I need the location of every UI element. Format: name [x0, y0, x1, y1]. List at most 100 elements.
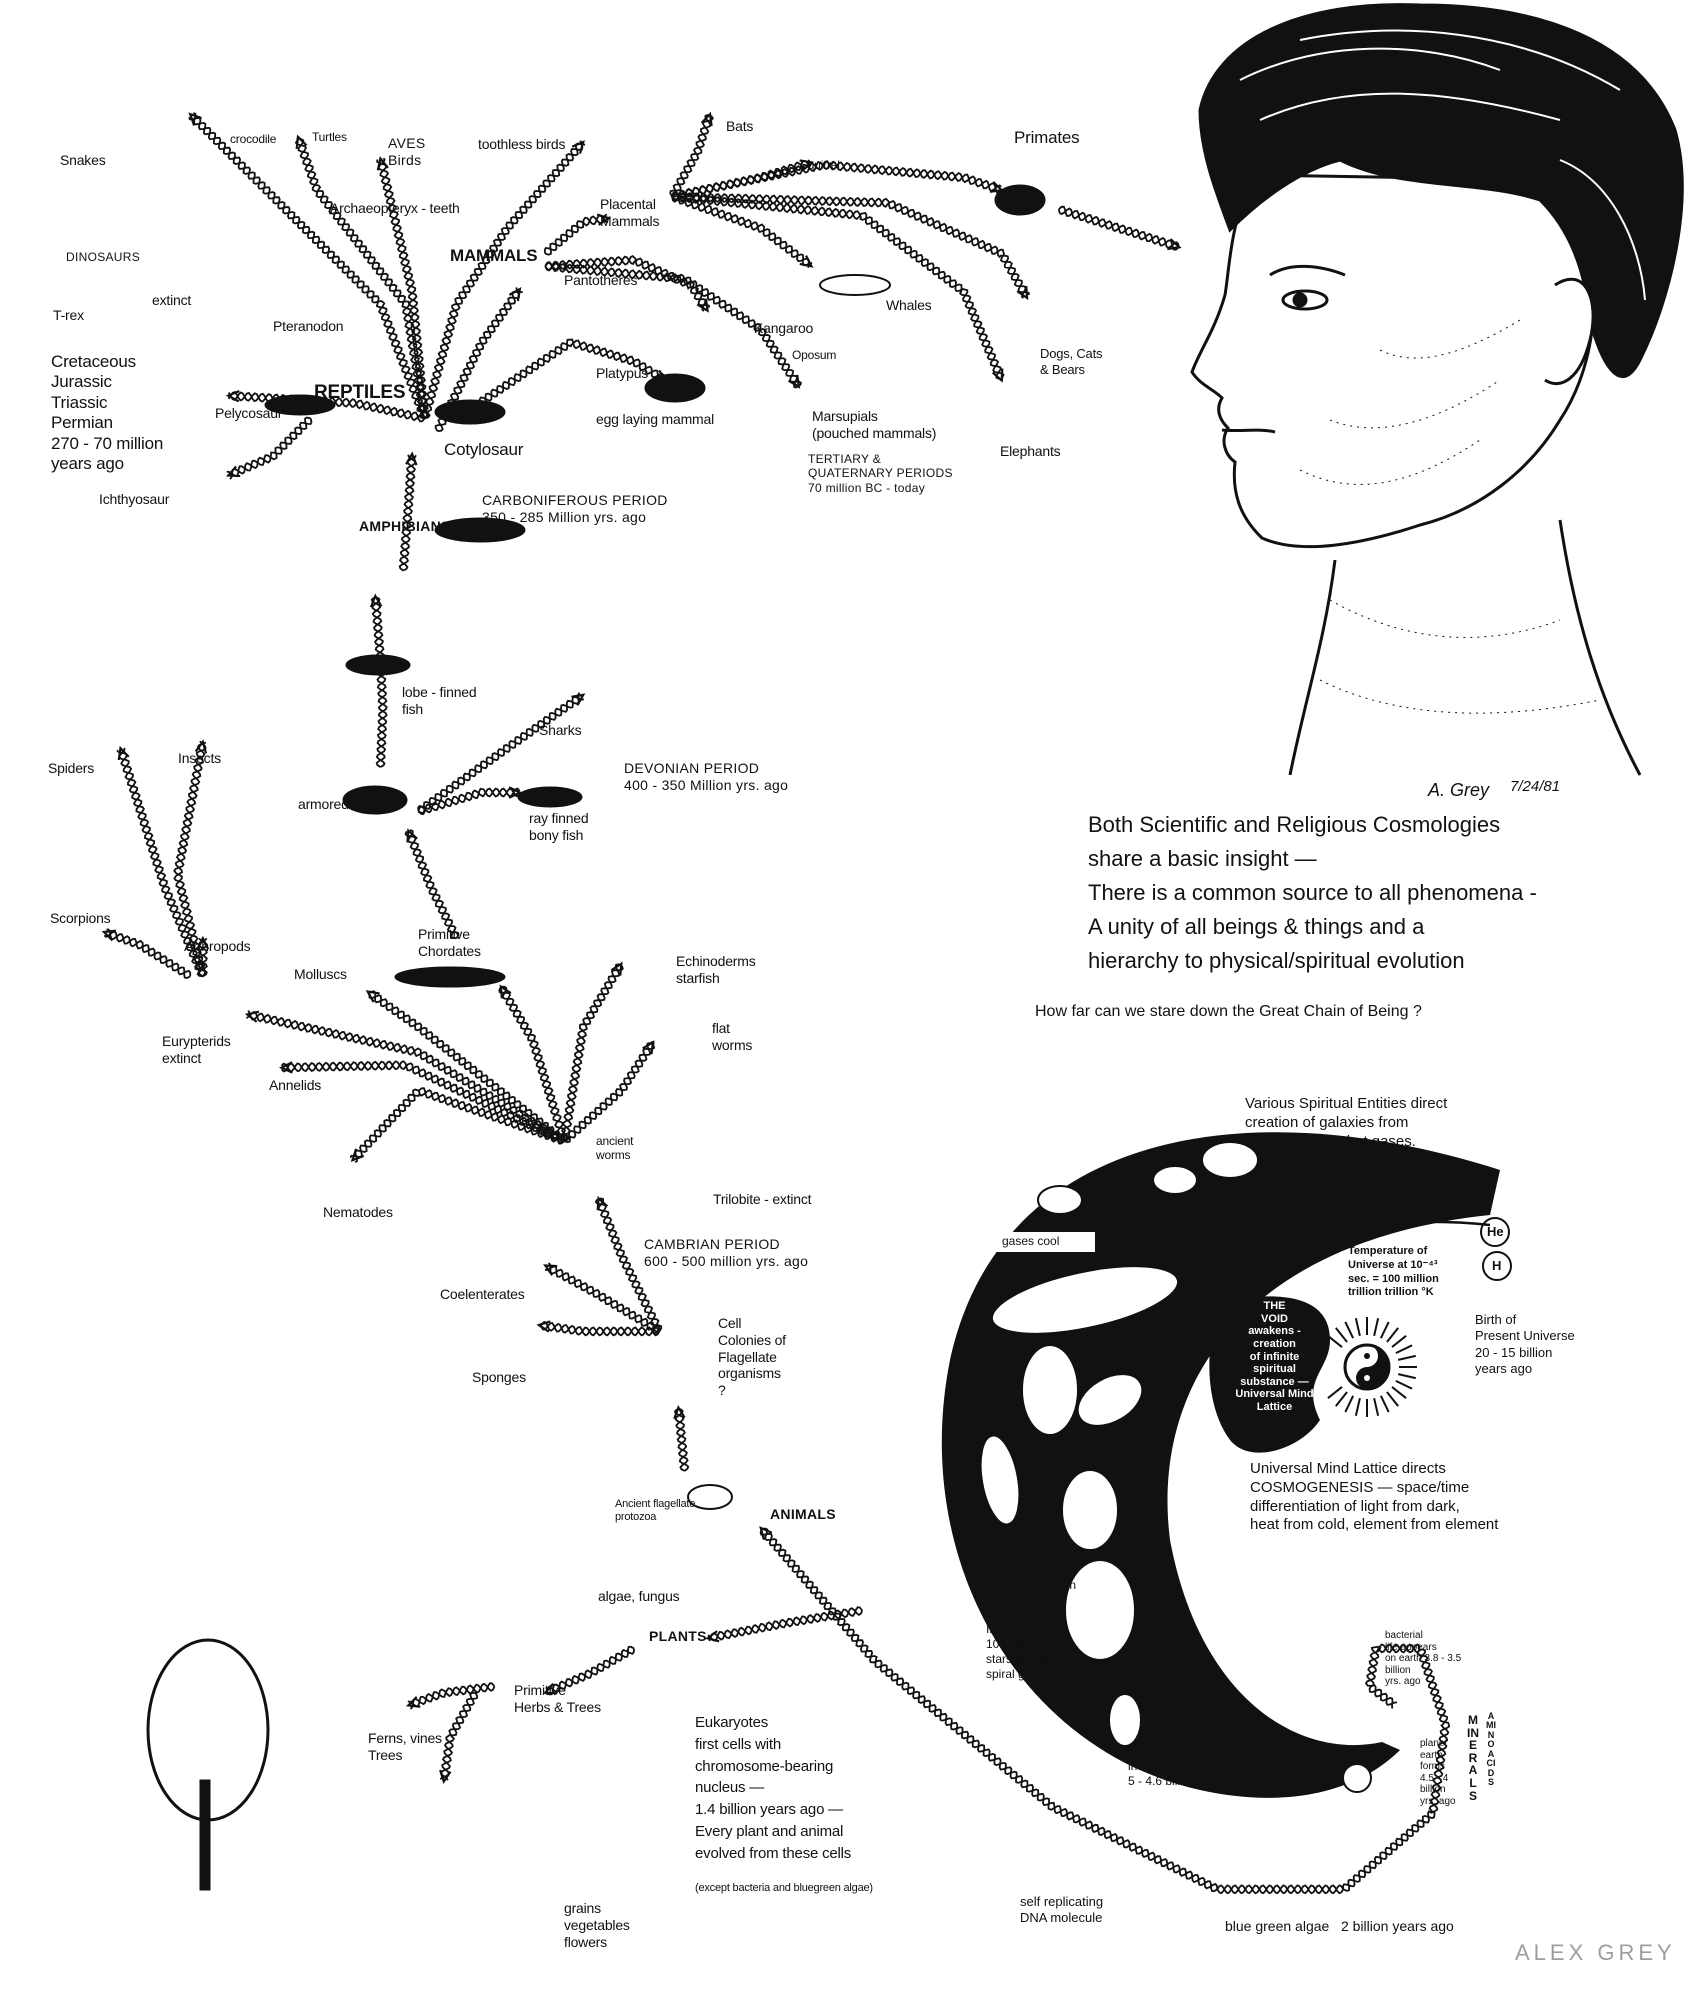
great-chain-question: How far can we stare down the Great Chai… [1035, 1003, 1422, 1020]
mouth [1221, 428, 1276, 434]
ray [1391, 1335, 1407, 1348]
branch-strand [671, 193, 813, 267]
label-tertiary-period: TERTIARY & QUATERNARY PERIODS 70 million… [808, 452, 953, 495]
ray [1395, 1379, 1413, 1390]
ray [1354, 1397, 1361, 1416]
evolution-branch [421, 140, 586, 420]
arrowhead-icon [700, 111, 713, 127]
ray [1373, 1397, 1380, 1416]
label-sun-main-sequence: our sun goes into main sequence 5 - 4.6 … [1128, 1744, 1253, 1788]
branch-strand [674, 1408, 690, 1472]
arrowhead-icon [610, 961, 623, 976]
arrowhead-icon [405, 1696, 421, 1708]
label-insects: Insects [178, 750, 221, 766]
arrowhead-icon [376, 156, 389, 171]
branch-strand [421, 140, 584, 420]
branch-strand [669, 113, 712, 197]
galaxies [979, 1141, 1259, 1747]
branch-strand [404, 830, 457, 940]
arrowhead-icon [571, 693, 586, 706]
label-eukaryotes-note: (except bacteria and bluegreen algae) [695, 1882, 873, 1894]
ray [1386, 1327, 1399, 1343]
label-mesozoic-periods: Cretaceous Jurassic Triassic Permian 270… [51, 352, 164, 473]
branch-strand [118, 747, 206, 977]
hair [1198, 3, 1684, 378]
arrowhead-icon [991, 368, 1004, 383]
branch-strand [500, 985, 567, 1143]
label-dogs-cats-bears: Dogs, Cats & Bears [1040, 346, 1103, 377]
branch-strand [538, 1320, 661, 1337]
branch-strand [707, 1606, 863, 1642]
label-animals: ANIMALS [770, 1506, 836, 1522]
ear [1544, 277, 1595, 386]
label-ichthyosaur: Ichthyosaur [99, 491, 170, 507]
sun-icon [1342, 1763, 1372, 1793]
label-further-formation: Further formation of elements & [984, 1578, 1077, 1607]
evolution-branch [369, 593, 386, 661]
evolution-branch [1057, 205, 1182, 251]
ray [1344, 1321, 1355, 1339]
human-portrait [1190, 3, 1684, 776]
branch-strand [399, 454, 417, 572]
branch-strand [371, 596, 386, 661]
label-flat-worms: flat worms [712, 1020, 753, 1053]
evolution-branch [543, 1262, 661, 1335]
ray [1395, 1344, 1413, 1355]
label-hydrogen: H [1492, 1258, 1502, 1273]
branch-strand [544, 214, 609, 256]
label-cell-colonies: Cell Colonies of Flagellate organisms ? [718, 1315, 786, 1399]
label-placental-mammals: Placental Mammals [600, 196, 660, 229]
label-whales: Whales [886, 297, 932, 313]
branch-strand [377, 157, 429, 420]
branch-strand [673, 1408, 689, 1472]
branch-strand [418, 695, 585, 814]
label-squirrel: Squirrel [800, 158, 840, 172]
evolution-branch [294, 134, 430, 420]
branch-strand [280, 1060, 565, 1145]
evolution-branch [349, 1087, 566, 1163]
ray [1397, 1373, 1416, 1380]
branch-strand [671, 192, 1004, 381]
arrowhead-icon [439, 1769, 452, 1785]
branch-strand [1216, 1643, 1451, 1895]
evolution-branches [101, 111, 1451, 1895]
label-protozoa: Ancient flagellate protozoa [615, 1498, 696, 1524]
arrowhead-icon [1016, 285, 1029, 301]
arrowhead-icon [225, 465, 241, 478]
arrowhead-icon [1167, 238, 1182, 251]
arrowhead-icon [278, 1061, 293, 1074]
label-blue-green-algae: blue green algae 2 billion years ago [1225, 1918, 1454, 1934]
cosmology-statement: Both Scientific and Religious Cosmologie… [1088, 812, 1537, 974]
evolution-branch [173, 739, 208, 978]
evolution-branch [1216, 1643, 1451, 1895]
arrowhead-icon [596, 1195, 609, 1211]
evolution-branch [543, 213, 612, 256]
ray [1335, 1391, 1348, 1407]
branch-strand [539, 1321, 661, 1337]
label-archaeopteryx: Archaeopteryx - teeth [330, 200, 460, 216]
branch-strand [561, 965, 624, 1143]
evolution-branch [101, 928, 192, 979]
gases-cool-box [995, 1232, 1095, 1252]
evolution-branch [759, 1526, 1219, 1893]
arrowhead-icon [696, 298, 709, 313]
arrowhead-icon [194, 739, 208, 754]
branch-strand [398, 454, 417, 572]
branch-strand [226, 416, 311, 477]
label-mammals: MAMMALS [450, 246, 538, 265]
expansion-arrow [1254, 1220, 1491, 1254]
ray [1386, 1391, 1399, 1407]
label-grains-vegetables-flowers: grains vegetables flowers [564, 1900, 630, 1950]
branch-strand [245, 1010, 566, 1142]
label-helium: He [1487, 1224, 1504, 1239]
ray [1335, 1327, 1348, 1343]
label-turtles: Turtles [312, 130, 347, 144]
neck [1288, 519, 1642, 776]
branch-strand [544, 255, 707, 312]
branch-strand [229, 418, 313, 480]
face-profile [1190, 173, 1596, 549]
arrowhead-icon [406, 828, 418, 843]
branch-strand [296, 137, 430, 420]
branch-strand [294, 136, 429, 420]
label-algae-fungus: algae, fungus [598, 1588, 680, 1604]
